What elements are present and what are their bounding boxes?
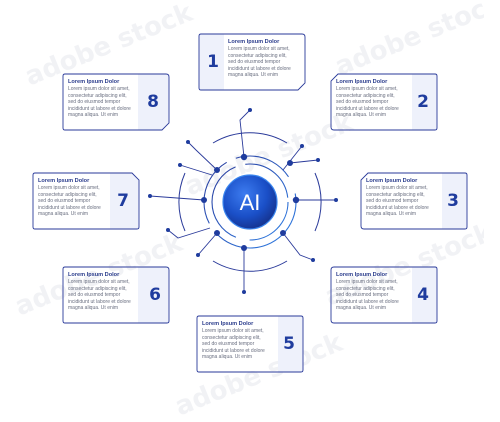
step-body: Lorem ipsum dolor sit amet, consectetur … [336, 279, 399, 312]
step-number: 5 [283, 334, 295, 354]
step-card-4: 4 Lorem Ipsum Dolor Lorem ipsum dolor si… [330, 266, 438, 324]
step-body: Lorem ipsum dolor sit amet, consectetur … [68, 279, 131, 312]
step-number: 3 [447, 191, 459, 211]
step-title: Lorem Ipsum Dolor [336, 79, 388, 85]
card-frame [62, 73, 170, 131]
side-strip: 1479662215 [484, 0, 500, 406]
step-body: Lorem ipsum dolor sit amet, consectetur … [336, 86, 399, 119]
hub-diagram: AI [148, 108, 338, 294]
connectors [149, 109, 336, 292]
step-card-3: 3 Lorem Ipsum Dolor Lorem ipsum dolor si… [360, 172, 468, 230]
step-body: Lorem ipsum dolor sit amet, consectetur … [366, 185, 429, 218]
step-title: Lorem Ipsum Dolor [38, 178, 90, 184]
step-number: 8 [147, 92, 159, 112]
step-title: Lorem Ipsum Dolor [202, 321, 254, 327]
card-frame [360, 172, 468, 230]
step-title: Lorem Ipsum Dolor [228, 39, 280, 45]
card-frame [62, 266, 170, 324]
ai-label: AI [240, 190, 261, 215]
ai-core [222, 174, 278, 230]
step-card-5: 5 Lorem Ipsum Dolor Lorem ipsum dolor si… [196, 315, 304, 373]
outer-arcs [178, 132, 322, 272]
step-card-8: 8 Lorem Ipsum Dolor Lorem ipsum dolor si… [62, 73, 170, 131]
step-title: Lorem Ipsum Dolor [68, 79, 120, 85]
step-number: 7 [117, 191, 129, 211]
ai-infographic: adobe stock adobe stock adobe stock adob… [11, 0, 500, 422]
step-body: Lorem ipsum dolor sit amet, consectetur … [202, 328, 265, 361]
step-body: Lorem ipsum dolor sit amet, consectetur … [228, 46, 291, 79]
step-number: 4 [417, 285, 429, 305]
step-title: Lorem Ipsum Dolor [336, 272, 388, 278]
step-number: 2 [417, 92, 429, 112]
step-body: Lorem ipsum dolor sit amet, consectetur … [38, 185, 101, 218]
step-title: Lorem Ipsum Dolor [68, 272, 120, 278]
card-frame [196, 315, 304, 373]
step-card-2: 2 Lorem Ipsum Dolor Lorem ipsum dolor si… [330, 73, 438, 131]
step-card-7: 7 Lorem Ipsum Dolor Lorem ipsum dolor si… [32, 172, 140, 230]
card-frame [330, 73, 438, 131]
card-frame [198, 33, 306, 91]
step-body: Lorem ipsum dolor sit amet, consectetur … [68, 86, 131, 119]
step-title: Lorem Ipsum Dolor [366, 178, 418, 184]
step-number: 1 [207, 52, 219, 72]
step-card-1: 1 Lorem Ipsum Dolor Lorem ipsum dolor si… [198, 33, 306, 91]
card-frame [330, 266, 438, 324]
connector-dots [148, 108, 338, 294]
step-card-6: 6 Lorem Ipsum Dolor Lorem ipsum dolor si… [62, 266, 170, 324]
card-frame [32, 172, 140, 230]
step-number: 6 [149, 285, 161, 305]
